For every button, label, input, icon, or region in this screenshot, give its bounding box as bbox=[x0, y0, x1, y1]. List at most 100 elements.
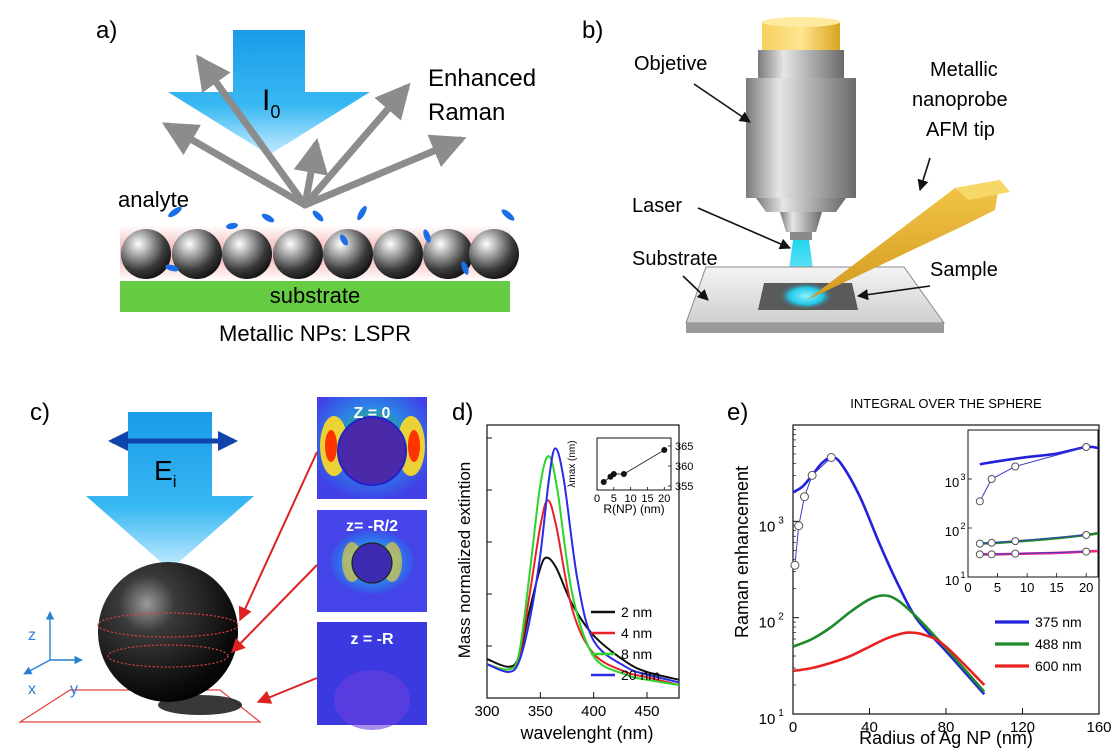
scattered-raman-arrows bbox=[161, 54, 467, 209]
afm-tip bbox=[807, 180, 1000, 300]
nanoparticle bbox=[222, 229, 272, 279]
nanoparticle bbox=[121, 229, 171, 279]
e-x-tick-label: 120 bbox=[1010, 719, 1035, 736]
panel-a-label: a) bbox=[96, 17, 117, 44]
panel-b: b) Objetive Metallic nanoprobe AFM tip L… bbox=[582, 17, 1010, 333]
e-inset-y-tick-label: 10 bbox=[945, 524, 959, 539]
substrate-label: substrate bbox=[270, 283, 361, 308]
d-x-tick-label: 450 bbox=[634, 703, 659, 720]
e-inset-marker-point bbox=[1082, 442, 1091, 451]
d-inset-x-tick-label: 20 bbox=[658, 493, 670, 505]
incident-intensity-label: I0 bbox=[262, 84, 280, 122]
substrate-block bbox=[120, 281, 510, 312]
e-inset-marker-line bbox=[979, 446, 1087, 502]
laser-pointer bbox=[697, 207, 792, 250]
axis-y-label: y bbox=[70, 681, 78, 698]
d-legend-label: 4 nm bbox=[621, 625, 652, 641]
e-inset-y-tick-label: 10 bbox=[945, 475, 959, 490]
e-x-tick-label: 40 bbox=[861, 719, 878, 736]
e-inset-y-tick-exponent: 1 bbox=[960, 570, 965, 580]
d-inset-y-label: λmax (nm) bbox=[567, 440, 578, 487]
d-inset-y-tick-label: 360 bbox=[675, 461, 693, 473]
d-inset-x-tick-label: 15 bbox=[641, 493, 653, 505]
d-inset-x-tick-label: 0 bbox=[594, 493, 600, 505]
e-inset-x-tick-label: 15 bbox=[1049, 580, 1063, 595]
field-map-z-half-r: z= -R/2 bbox=[317, 510, 427, 612]
e-inset-marker-point bbox=[1011, 549, 1020, 558]
e-y-tick-exponent: 2 bbox=[778, 612, 784, 623]
e-y-axis-label: Raman enhancement bbox=[732, 466, 752, 638]
d-inset-point bbox=[620, 471, 627, 477]
substrate-b-label: Substrate bbox=[632, 248, 718, 270]
objective-nozzle bbox=[790, 232, 812, 240]
nanoparticle-row bbox=[121, 229, 519, 279]
callout-arrow-half-r bbox=[231, 564, 318, 654]
coordinate-axes: z x y bbox=[23, 611, 83, 698]
e-inset-marker-point bbox=[1082, 547, 1091, 556]
d-y-axis-label: Mass normalized extintion bbox=[455, 462, 474, 659]
d-series-20-nm bbox=[486, 447, 680, 684]
objective-body bbox=[746, 78, 856, 198]
e-inset-y-tick-exponent: 2 bbox=[960, 521, 965, 531]
substrate-pointer bbox=[682, 275, 709, 301]
d-inset-frame bbox=[596, 437, 672, 491]
incident-field-arrow bbox=[86, 412, 254, 570]
e-inset-x-tick-label: 10 bbox=[1020, 580, 1034, 595]
field-map-z0: Z = 0 bbox=[317, 397, 427, 499]
probe-label-line1: Metallic bbox=[930, 59, 998, 81]
incident-light-arrow bbox=[168, 30, 370, 155]
field-map-z-minus-r: z = -R bbox=[317, 622, 427, 730]
e-inset-marker-point bbox=[975, 539, 984, 548]
map-half-r-label: z= -R/2 bbox=[346, 518, 398, 535]
map-z0-label: Z = 0 bbox=[354, 405, 391, 422]
e-inset-marker-point bbox=[987, 538, 996, 547]
e-inset-x-tick-label: 5 bbox=[994, 580, 1001, 595]
objective-label: Objetive bbox=[634, 53, 707, 75]
e-legend-label: 488 nm bbox=[1035, 636, 1082, 652]
objective-gold-cap bbox=[762, 20, 840, 55]
e-inset-y-tick-exponent: 3 bbox=[960, 472, 965, 482]
d-x-tick-label: 400 bbox=[581, 703, 606, 720]
e-y-tick-label: 10 bbox=[759, 615, 776, 632]
d-inset-y-tick-label: 355 bbox=[675, 481, 693, 493]
map-minus-r-label: z = -R bbox=[350, 631, 394, 648]
enhanced-raman-label-line2: Raman bbox=[428, 99, 505, 126]
panel-a: a) I0 Enhanced Raman bbox=[96, 17, 536, 346]
d-inset-x-tick-label: 10 bbox=[625, 493, 637, 505]
d-inset-x-label: R(NP) (nm) bbox=[603, 502, 664, 516]
e-y-tick-label: 10 bbox=[759, 518, 776, 535]
enhanced-raman-label-line1: Enhanced bbox=[428, 65, 536, 92]
d-x-axis-label: wavelenght (nm) bbox=[519, 723, 653, 743]
e-inset-marker-line bbox=[979, 551, 1087, 555]
panel-c-label: c) bbox=[30, 399, 50, 426]
e-inset-marker-point bbox=[987, 550, 996, 559]
callout-arrow-z0 bbox=[238, 451, 318, 622]
laser-label: Laser bbox=[632, 195, 682, 217]
e-x-axis-label: Radius of Ag NP (nm) bbox=[859, 728, 1033, 748]
axis-z-label: z bbox=[28, 627, 36, 644]
d-plot-frame bbox=[486, 424, 680, 699]
e-series-600-nm bbox=[792, 631, 986, 686]
e-inset-marker-point bbox=[975, 550, 984, 559]
sample-label: Sample bbox=[930, 259, 998, 281]
e-marker-point bbox=[799, 492, 809, 502]
d-series-8-nm bbox=[486, 455, 680, 686]
e-y-tick-exponent: 1 bbox=[778, 708, 784, 719]
e-inset-marker-point bbox=[1082, 530, 1091, 539]
half-radius-slice bbox=[107, 644, 229, 668]
panel-d-label: d) bbox=[452, 399, 473, 426]
panel-c: c) Ei z x y Z = 0 bbox=[17, 397, 427, 730]
panel-d: d) Mass normalized extintion wavelenght … bbox=[452, 399, 693, 743]
e-y-tick-exponent: 3 bbox=[778, 515, 784, 526]
analyte-molecules bbox=[165, 205, 515, 275]
d-inset-y-tick-label: 365 bbox=[675, 441, 693, 453]
e-legend-label: 375 nm bbox=[1035, 614, 1082, 630]
d-legend-label: 8 nm bbox=[621, 646, 652, 662]
e-y-tick-label: 10 bbox=[759, 711, 776, 728]
e-series-488-nm bbox=[792, 594, 986, 693]
callout-arrow-minus-r bbox=[256, 677, 318, 704]
objective-top-ring bbox=[758, 50, 844, 80]
